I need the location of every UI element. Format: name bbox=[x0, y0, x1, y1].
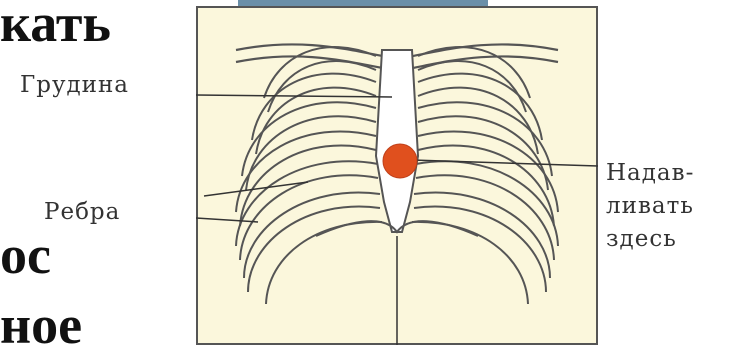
slide-text-line-2: ос bbox=[0, 228, 51, 282]
rib-cage-illustration bbox=[196, 6, 598, 345]
compression-point-marker bbox=[383, 144, 417, 178]
sternum-label: Грудина bbox=[20, 72, 129, 98]
rib-cage-figure bbox=[196, 6, 598, 345]
slide-text-line-3: ное bbox=[0, 298, 82, 352]
press-here-label-line-1: Надав- bbox=[606, 160, 694, 186]
ribs-label: Ребра bbox=[44, 199, 120, 225]
press-here-label-line-3: здесь bbox=[606, 226, 677, 252]
slide-text-line-1: кать bbox=[0, 0, 111, 50]
press-here-label-line-2: ливать bbox=[606, 193, 694, 219]
